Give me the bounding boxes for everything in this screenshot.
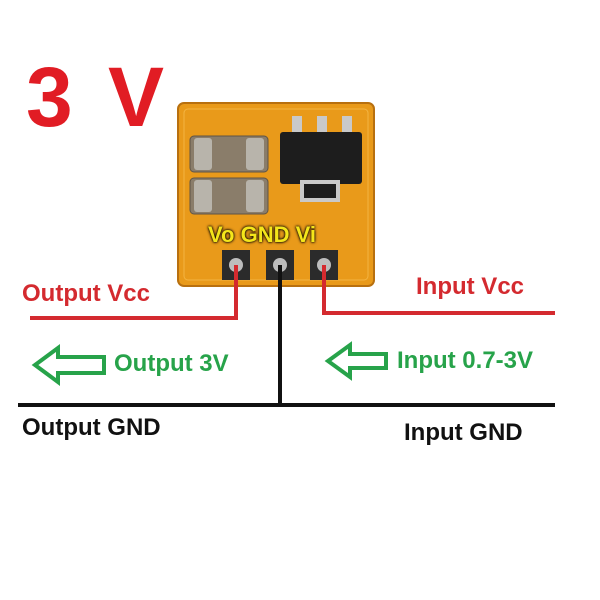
capacitor-bottom [189, 177, 269, 215]
pcb-pin-labels: Vo GND Vi [208, 222, 316, 247]
voltage-title: 3 V [26, 50, 171, 144]
output-gnd-label: Output GND [22, 414, 161, 441]
input-arrow-icon [324, 341, 388, 381]
output-vcc-label: Output Vcc [22, 280, 151, 307]
output-vcc-wire [30, 265, 238, 320]
input-voltage-label: Input 0.7-3V [397, 347, 534, 374]
input-gnd-label: Input GND [404, 419, 523, 446]
pin-pad-vo [222, 250, 250, 280]
output-arrow-icon [31, 344, 106, 386]
input-vcc-wire [322, 265, 555, 315]
input-vcc-label: Input Vcc [416, 273, 525, 300]
capacitor-top [189, 135, 269, 173]
regulator-chip [280, 116, 362, 202]
output-voltage-label: Output 3V [114, 350, 229, 377]
